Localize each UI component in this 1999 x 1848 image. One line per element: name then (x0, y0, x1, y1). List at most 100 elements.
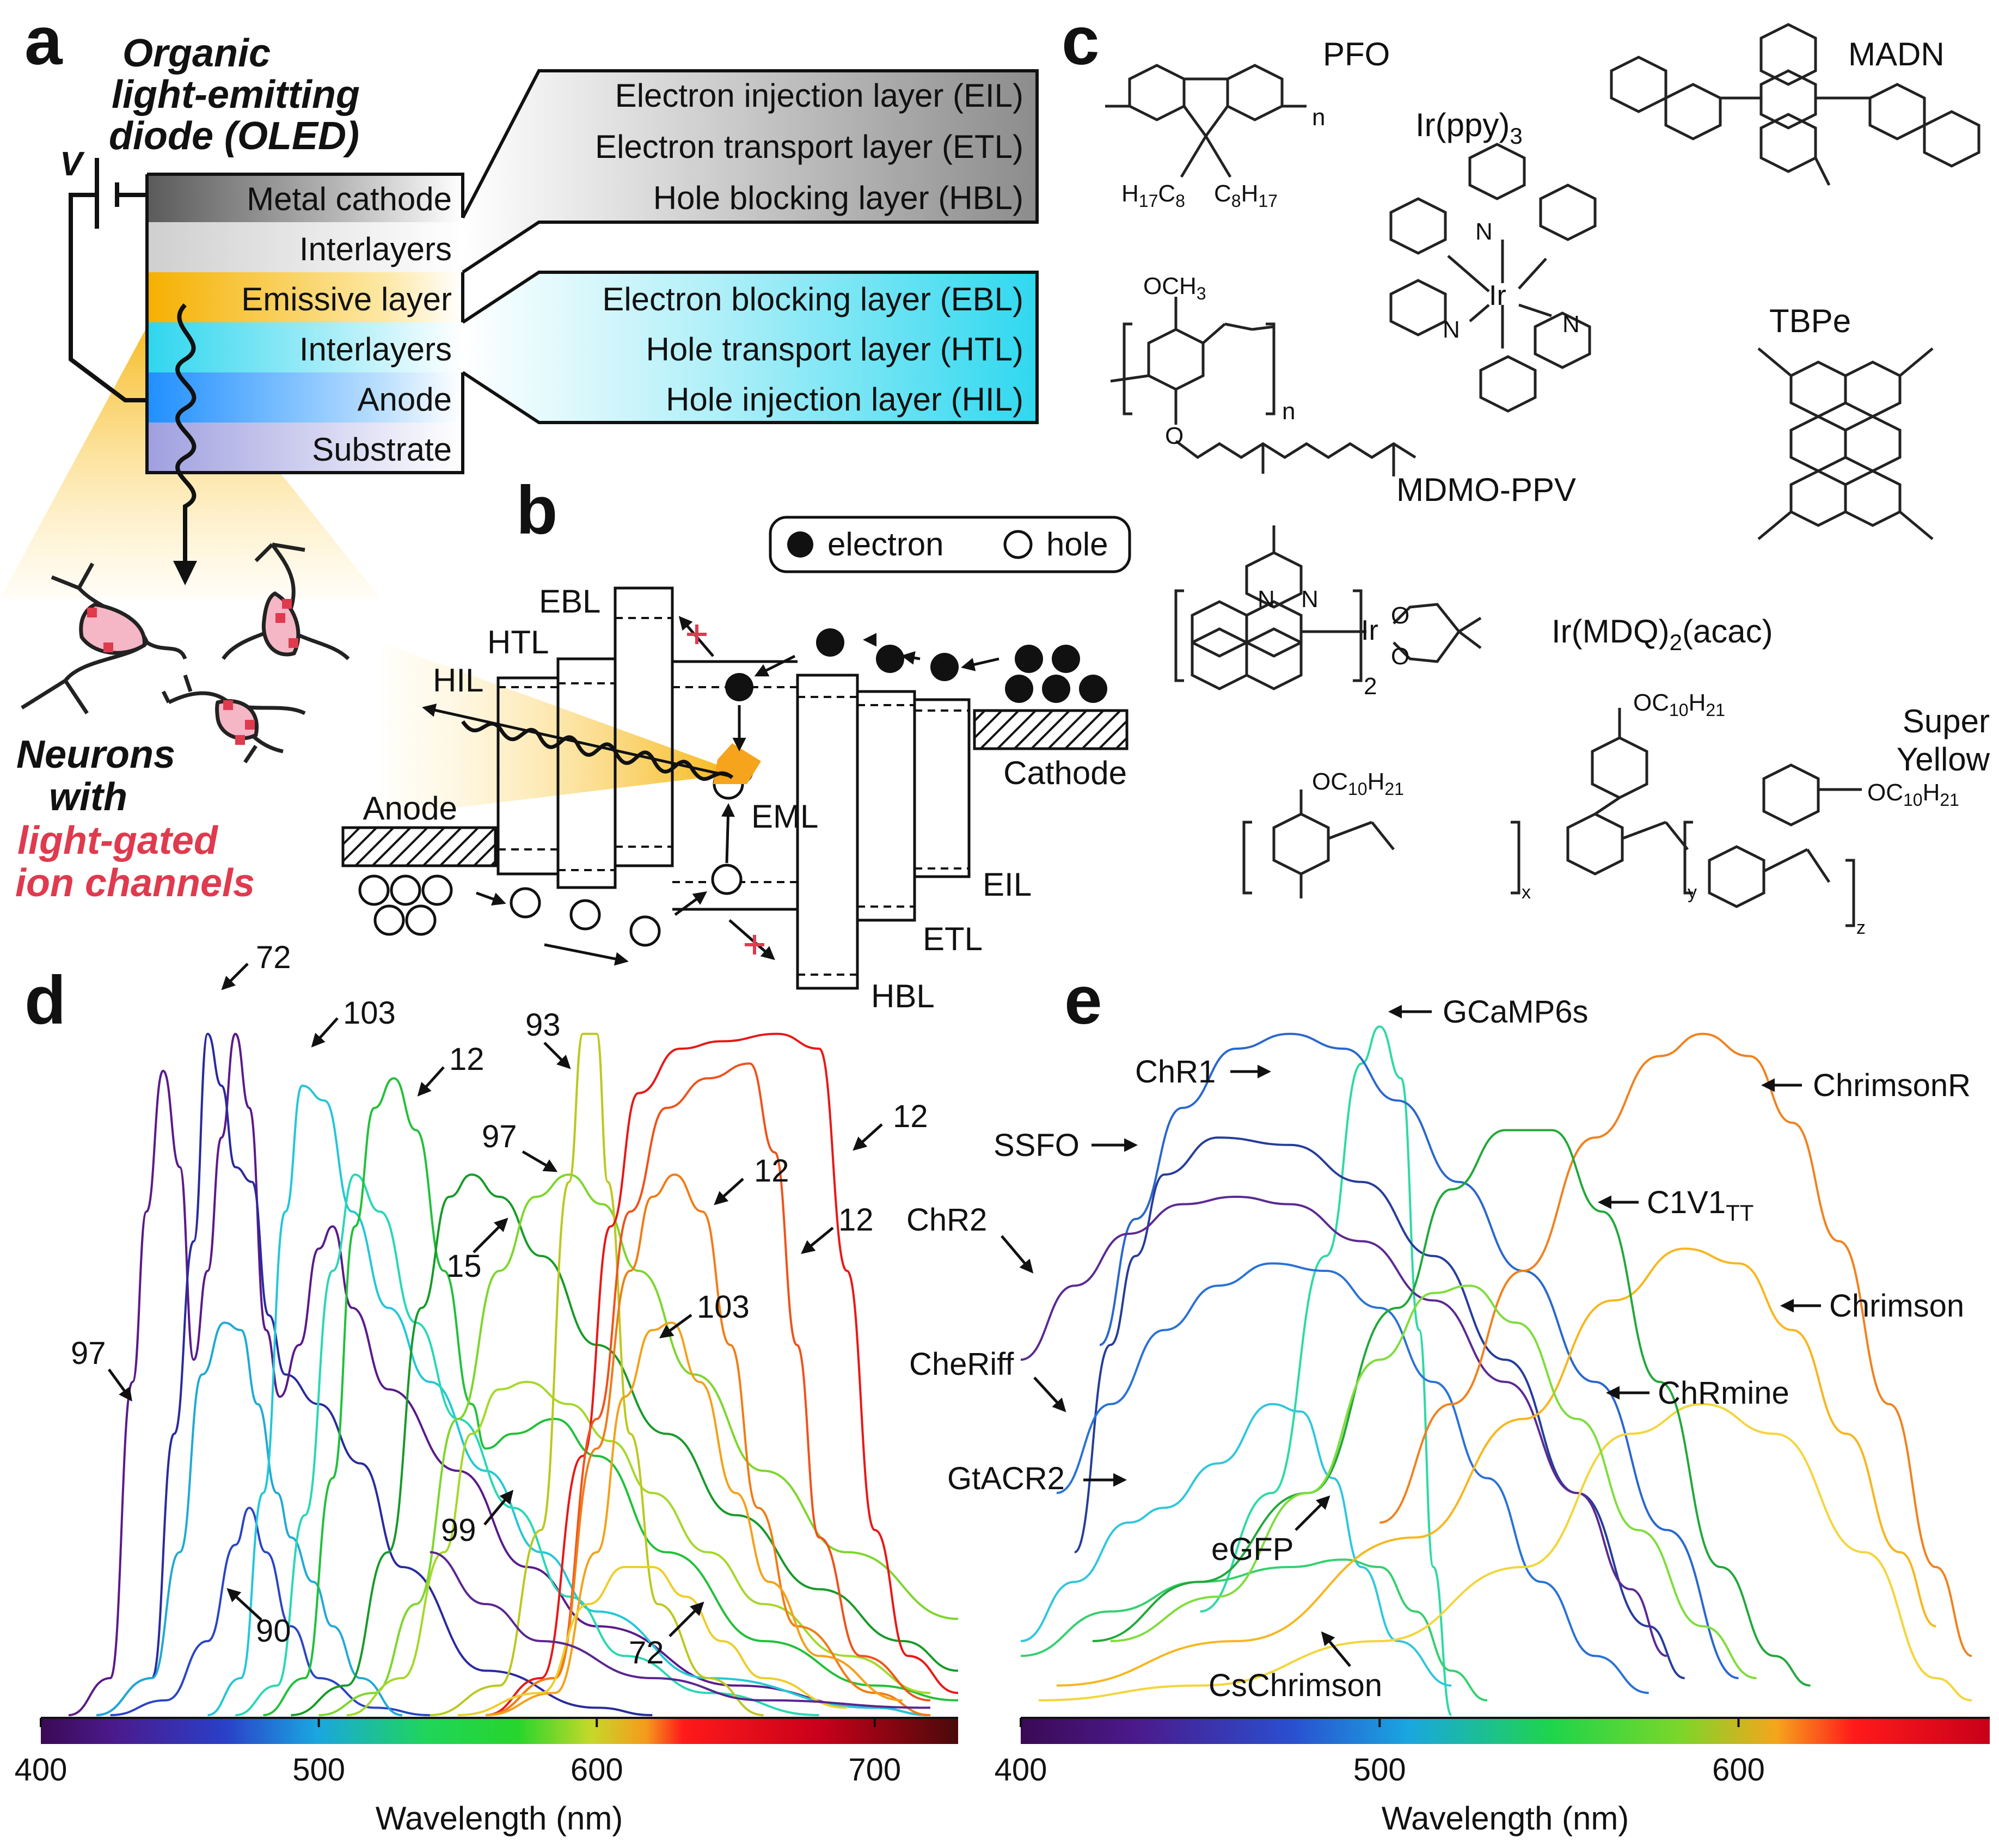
layer-interlayers-bottom: Interlayers (299, 331, 452, 368)
b-eil-label: EIL (983, 866, 1032, 903)
curves-d (68, 1032, 959, 1716)
voltage-label: V (60, 145, 85, 183)
neurons-line1: Neurons (16, 733, 175, 776)
chrmine-curve (1110, 1284, 1757, 1679)
atom-o-3: O (1165, 423, 1184, 449)
spectrum-d-6-curve (263, 1077, 959, 1716)
c1v1tt-curve (1092, 1129, 1811, 1687)
peak-label-93: 93 (525, 1007, 561, 1043)
htl-label: Hole transport layer (HTL) (646, 331, 1023, 368)
atom-o-1: O (1391, 602, 1409, 629)
spectrum-d-0-curve (68, 1032, 930, 1716)
atom-och3: OCH3 (1143, 273, 1206, 303)
panel-letter-a: a (24, 3, 63, 79)
label-gtacr2: GtACR2 (947, 1461, 1065, 1496)
hole-icon (1003, 530, 1033, 559)
eil-label: Electron injection layer (EIL) (615, 77, 1023, 114)
gtacr2-curve (1020, 1403, 1452, 1687)
channels-line2: ion channels (15, 861, 255, 905)
spectrum-d-9-curve (346, 1380, 930, 1716)
spectrum-d-7-curve (291, 1173, 959, 1716)
chemical-structures (1105, 23, 1980, 927)
atom-oc10h21-left: OC10H21 (1312, 768, 1404, 799)
x-tick-label: 400 (15, 1752, 68, 1788)
x-axis-label-e: Wavelength (nm) (1382, 1800, 1629, 1837)
chrimson-curve (1056, 1247, 1936, 1687)
hbl-label: Hole blocking layer (HBL) (653, 180, 1023, 216)
molecule-pfo: PFO (1323, 36, 1390, 72)
label-chr1: ChR1 (1135, 1054, 1216, 1090)
recombination-burst (713, 743, 761, 784)
atom-oc10h21-right: OC10H21 (1867, 779, 1959, 810)
layer-metal-cathode: Metal cathode (247, 181, 452, 217)
peak-label-99: 99 (441, 1513, 476, 1548)
emission-wave (175, 303, 197, 566)
oled-title-line1: Organic (122, 32, 271, 75)
spectrum-d-12-curve (485, 1062, 930, 1716)
panel-a: a Organic light-emitting diode (OLED) V … (0, 3, 1039, 905)
b-htl-label: HTL (487, 624, 549, 660)
subscript-2: 2 (1364, 673, 1377, 700)
peak-label-12-dark: 12 (838, 1202, 874, 1238)
label-egfp: eGFP (1211, 1532, 1294, 1567)
panel-letter-b: b (516, 473, 557, 548)
bottom-interlayer-callout: Electron blocking layer (EBL) Hole trans… (462, 271, 1039, 424)
x-tick-label: 700 (848, 1752, 901, 1788)
egfp-curve (1020, 1558, 1488, 1702)
peak-label-97-mid: 97 (482, 1119, 517, 1154)
atom-labels: N N N Ir Ir N N O O O OCH3 n n 2 H17C8 C… (1121, 104, 1959, 938)
b-ebl-label: EBL (539, 583, 600, 620)
gcamp6s-curve (1200, 1025, 1453, 1716)
peak-label-12-green: 12 (449, 1042, 485, 1077)
label-cschrimson: CsChrimson (1209, 1668, 1382, 1703)
label-gcamp6s: GCaMP6s (1443, 994, 1589, 1030)
label-c1v1tt: C1V1TT (1647, 1185, 1753, 1226)
subscript-y: y (1688, 882, 1697, 903)
etl-label: Electron transport layer (ETL) (595, 128, 1023, 165)
peak-label-103-mid: 103 (697, 1289, 750, 1325)
atom-ir-2: Ir (1361, 615, 1378, 646)
panel-letter-d: d (24, 963, 66, 1038)
spectrum-d-15-curve (457, 1566, 847, 1716)
peak-label-103-top: 103 (343, 995, 396, 1031)
chr2-curve (1020, 1195, 1667, 1657)
spectrum-d-1-curve (96, 1032, 653, 1716)
top-interlayer-callout: Electron injection layer (EIL) Electron … (461, 69, 1039, 274)
legend-box (769, 516, 1131, 573)
layer-substrate: Substrate (312, 431, 452, 468)
x-tick-label: 400 (995, 1752, 1047, 1788)
peak-label-15: 15 (446, 1249, 482, 1284)
molecule-irppy3: Ir(ppy)3 (1415, 107, 1523, 149)
chrimsonr-curve (1379, 1032, 1972, 1657)
atom-n-5: N (1301, 586, 1319, 613)
legend-hole: hole (1046, 526, 1108, 562)
hil-label: Hole injection layer (HIL) (666, 381, 1023, 418)
panel-c: c PFO MADN MDMO-PPV TBPe Ir(ppy)3 Ir(MDQ… (1062, 3, 1990, 938)
atom-o-2: O (1391, 643, 1409, 670)
label-chr2: ChR2 (906, 1202, 987, 1238)
x-axis-label-d: Wavelength (nm) (376, 1800, 623, 1837)
spectrum-d-11-curve (485, 1032, 959, 1716)
peak-labels-d: 72 103 12 93 97 15 12 12 12 103 99 72 90… (71, 940, 928, 1670)
atom-n-4: N (1258, 586, 1275, 613)
peak-arrows-d (107, 963, 883, 1637)
spectrum-d-14-curve (485, 1321, 903, 1716)
neurons-line2: with (49, 775, 127, 819)
x-tick-label: 600 (571, 1752, 623, 1788)
holes (358, 768, 744, 947)
super-yellow-line1: Super (1903, 703, 1990, 739)
subscript-x: x (1522, 882, 1531, 903)
electron-icon (787, 531, 813, 558)
atom-oc10h21-top: OC10H21 (1633, 689, 1725, 720)
atom-n-3: N (1562, 311, 1580, 338)
layer-anode: Anode (358, 381, 452, 418)
molecule-tbpe: TBPe (1769, 303, 1851, 339)
ssfo-curve (1074, 1136, 1685, 1679)
spectrum-d-3-curve (96, 1321, 402, 1716)
curve-labels-e: GCaMP6s ChR1 SSFO ChR2 CheRiff GtACR2 eG… (906, 994, 1971, 1703)
battery-icon (69, 158, 147, 402)
ebl-label: Electron blocking layer (EBL) (602, 281, 1023, 317)
